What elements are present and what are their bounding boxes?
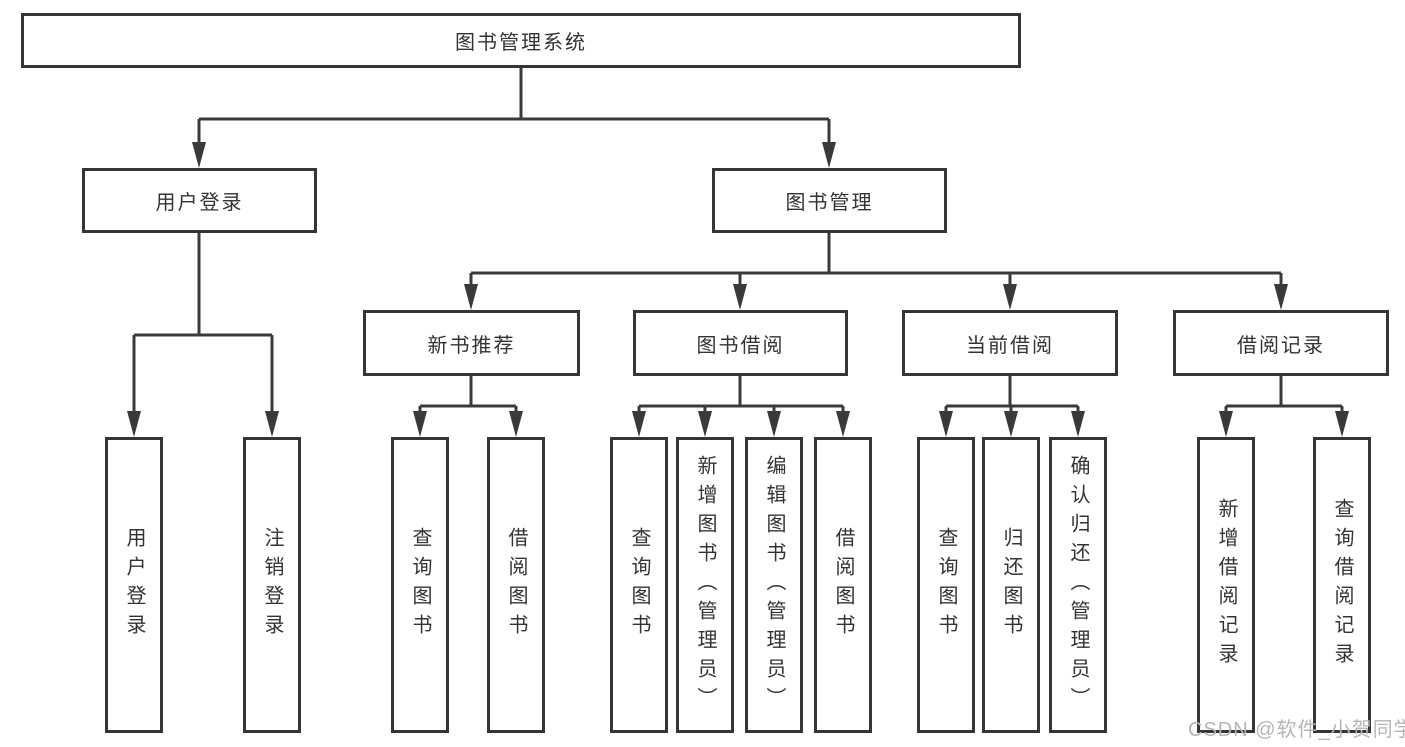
edge-login-to-leaves xyxy=(127,233,279,437)
edge-root-to-level2 xyxy=(192,68,836,168)
node-leaf-query-books-current: 查询图书 xyxy=(917,437,975,733)
node-leaf-borrow-books: 借阅图书 xyxy=(814,437,872,733)
node-leaf-query-books-recommend: 查询图书 xyxy=(391,437,449,733)
edge-mgmt-to-level3 xyxy=(464,233,1288,310)
edge-current-to-leaves xyxy=(939,376,1085,437)
node-new-book-recommendation: 新书推荐 xyxy=(363,310,580,376)
node-current-borrowing: 当前借阅 xyxy=(902,310,1118,376)
node-leaf-query-borrow-record: 查询借阅记录 xyxy=(1313,437,1371,733)
node-root-system: 图书管理系统 xyxy=(21,13,1021,68)
node-borrowing-records: 借阅记录 xyxy=(1173,310,1389,376)
node-leaf-borrow-books-recommend: 借阅图书 xyxy=(487,437,545,733)
node-book-borrowing: 图书借阅 xyxy=(633,310,848,376)
edge-borrow-to-leaves xyxy=(632,376,850,437)
edge-recommend-to-leaves xyxy=(413,376,523,437)
node-leaf-add-borrow-record: 新增借阅记录 xyxy=(1197,437,1255,733)
node-leaf-user-login: 用户登录 xyxy=(105,437,163,733)
node-leaf-logout: 注销登录 xyxy=(243,437,301,733)
node-leaf-confirm-return-admin: 确认归还（管理员） xyxy=(1049,437,1107,733)
node-user-login-module: 用户登录 xyxy=(82,168,317,233)
csdn-watermark: CSDN @软件_小贺同学 xyxy=(1188,719,1405,741)
node-leaf-return-books: 归还图书 xyxy=(982,437,1040,733)
node-leaf-edit-books-admin: 编辑图书（管理员） xyxy=(745,437,803,733)
node-leaf-add-books-admin: 新增图书（管理员） xyxy=(676,437,734,733)
node-book-management-module: 图书管理 xyxy=(712,168,947,233)
node-leaf-query-books-borrow: 查询图书 xyxy=(610,437,668,733)
edge-records-to-leaves xyxy=(1219,376,1349,437)
